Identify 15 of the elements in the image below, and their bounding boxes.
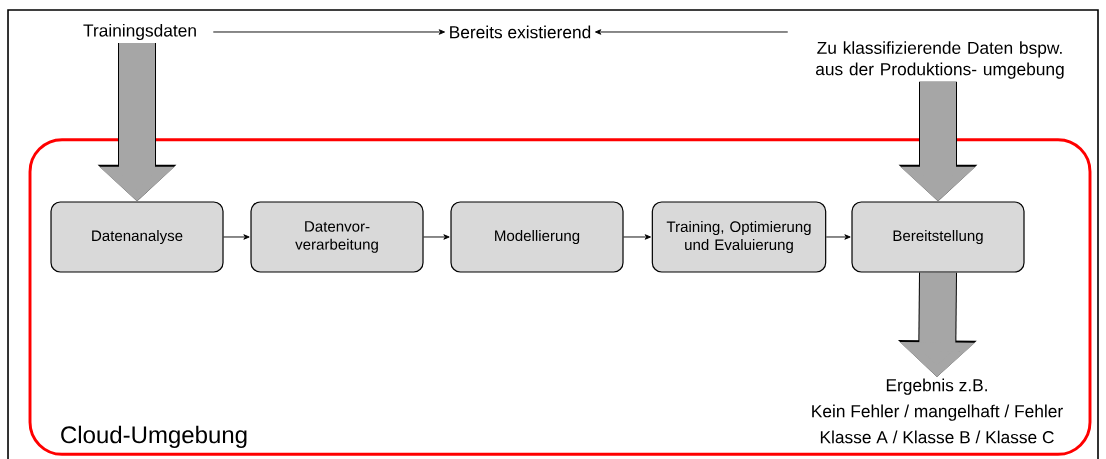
process-box: Bereitstellung <box>851 201 1025 273</box>
arrow <box>212 29 446 35</box>
label-text: Zu klassifizierende Daten bspw. aus der Produktions- umgebung <box>815 41 1064 79</box>
process-box: Datenanalyse <box>50 201 224 273</box>
process-box: Training, Optimierung und Evaluierung <box>651 201 827 273</box>
arrow <box>223 234 250 240</box>
label-text: Bereits existierend <box>450 25 591 39</box>
arrow <box>825 234 851 240</box>
process-box: Datenvor- verarbeitung <box>250 201 424 273</box>
label-text: Trainingsdaten <box>83 23 196 41</box>
arrow <box>623 234 651 240</box>
arrow <box>595 29 789 35</box>
process-box: Modellierung <box>450 201 624 273</box>
arrow <box>423 234 450 240</box>
result-text: Ergebnis z.B. Kein Fehler / mangelhaft / Fehler Klasse A / Klasse B / Klasse C <box>812 378 1063 444</box>
